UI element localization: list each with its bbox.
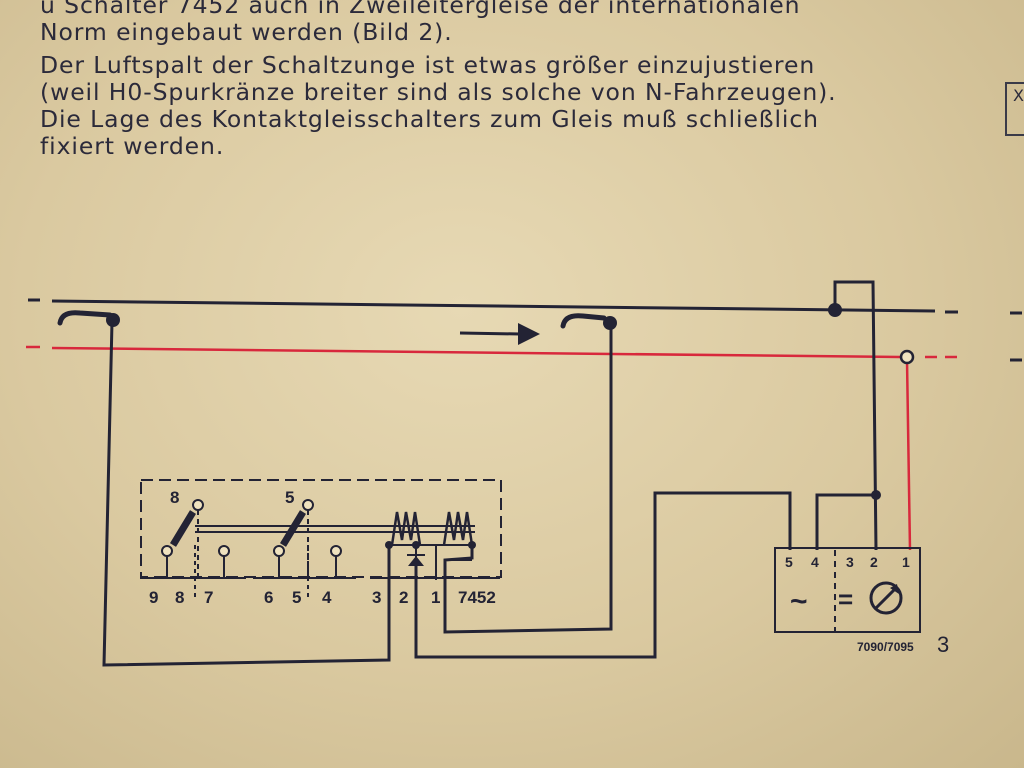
wire-blue-tap	[833, 280, 878, 551]
relay-label-5: 5	[285, 488, 294, 507]
speed-dial-icon	[869, 581, 903, 615]
instruction-text: u Schalter 7452 auch in Zweileitergleise…	[40, 0, 1000, 160]
terminal-3: 3	[372, 588, 381, 607]
track-rails	[26, 298, 1022, 362]
terminal-red-rail	[899, 349, 915, 365]
text-line-4: Die Lage des Kontaktgleisschalters zum G…	[40, 105, 819, 133]
wire-left-switch	[102, 321, 391, 667]
relay-internals	[140, 499, 500, 600]
contact-switch-left	[57, 310, 120, 327]
terminal-8: 8	[175, 588, 184, 607]
red-rail	[51, 346, 901, 359]
transformer-model: 7090/7095	[857, 640, 914, 654]
junction-trafo	[871, 490, 881, 500]
terminal-6: 6	[264, 588, 273, 607]
terminal-7: 7	[204, 588, 213, 607]
trafo-terminal-1: 1	[902, 554, 910, 570]
margin-marker-label: X	[1013, 86, 1024, 105]
margin-marker: X	[1005, 82, 1024, 136]
terminal-4: 4	[322, 588, 332, 607]
text-line-2: Der Luftspalt der Schaltzunge ist etwas …	[40, 51, 816, 79]
trafo-terminal-3: 3	[846, 554, 854, 570]
wires	[102, 280, 878, 667]
wire-trafo-4	[815, 493, 876, 550]
text-line-3: (weil H0-Spurkränze breiter sind als sol…	[40, 78, 837, 106]
relay-label-8: 8	[170, 488, 179, 507]
direction-arrow-icon	[459, 323, 540, 345]
relay-model-number: 7452	[458, 588, 496, 607]
wire-red-tap	[905, 359, 912, 551]
trafo-terminal-4: 4	[811, 554, 819, 570]
terminal-1: 1	[431, 588, 440, 607]
figure-number: 3	[937, 632, 949, 657]
terminal-2: 2	[399, 588, 408, 607]
contact-switch-right	[560, 313, 617, 330]
dc-symbol: =	[838, 584, 853, 614]
junction-blue-rail	[828, 303, 842, 317]
trafo-terminal-2: 2	[870, 554, 878, 570]
blue-rail	[51, 299, 936, 313]
wire-right-switch	[443, 325, 613, 634]
ac-symbol: ~	[790, 585, 808, 618]
partial-line: u Schalter 7452 auch in Zweileitergleise…	[40, 0, 801, 19]
transformer-box	[774, 547, 921, 633]
text-line-5: fixiert werden.	[40, 132, 225, 160]
terminal-9: 9	[149, 588, 158, 607]
text-line-1: Norm eingebaut werden (Bild 2).	[40, 18, 453, 46]
trafo-terminal-5: 5	[785, 554, 793, 570]
wire-trafo-5	[414, 491, 792, 659]
terminal-5: 5	[292, 588, 301, 607]
